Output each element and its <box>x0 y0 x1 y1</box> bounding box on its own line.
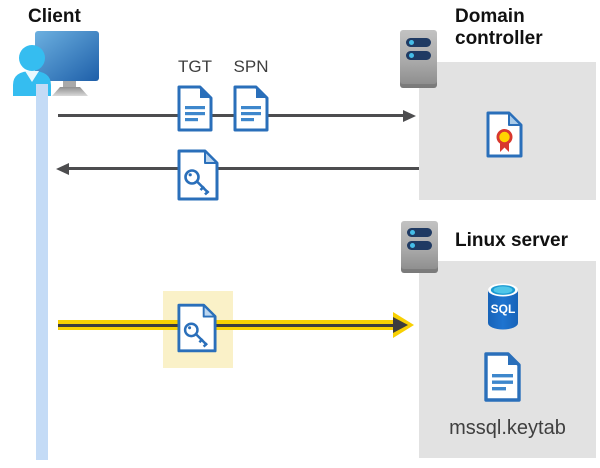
linux-server-icon <box>401 221 438 273</box>
sql-connect-arrow-core <box>58 323 395 327</box>
server-led <box>410 243 415 248</box>
sql-connect-arrowhead-icon <box>393 317 408 333</box>
tgt-label: TGT <box>178 57 212 76</box>
server-led <box>410 230 415 235</box>
client-user-monitor-icon <box>13 31 99 96</box>
request-arrowhead-icon <box>403 110 416 122</box>
ticket-return-arrow-line <box>66 167 419 170</box>
keytab-document-icon <box>484 352 521 402</box>
spn-label: SPN <box>233 57 269 76</box>
keytab-filename-label: mssql.keytab <box>449 417 566 439</box>
ticket-return-arrowhead-icon <box>56 163 69 175</box>
sql-database-icon: SQL <box>488 283 518 330</box>
spn-document-icon <box>233 85 269 132</box>
server-slot <box>406 51 431 60</box>
certificate-icon <box>486 111 523 158</box>
domain-controller-title: Domain controller <box>455 6 543 49</box>
client-title: Client <box>28 6 81 27</box>
domain-controller-server-icon <box>400 30 437 88</box>
server-led <box>409 53 414 58</box>
key-document-icon <box>177 149 219 201</box>
server-slot <box>407 241 432 250</box>
server-led <box>409 40 414 45</box>
key-document-transit-icon <box>177 303 217 353</box>
linux-server-title: Linux server <box>455 230 568 251</box>
request-arrow-line <box>58 114 404 117</box>
client-timeline-line <box>36 84 48 460</box>
sql-label: SQL <box>491 302 516 316</box>
tgt-document-icon <box>177 85 213 132</box>
server-slot <box>407 228 432 237</box>
server-slot <box>406 38 431 47</box>
